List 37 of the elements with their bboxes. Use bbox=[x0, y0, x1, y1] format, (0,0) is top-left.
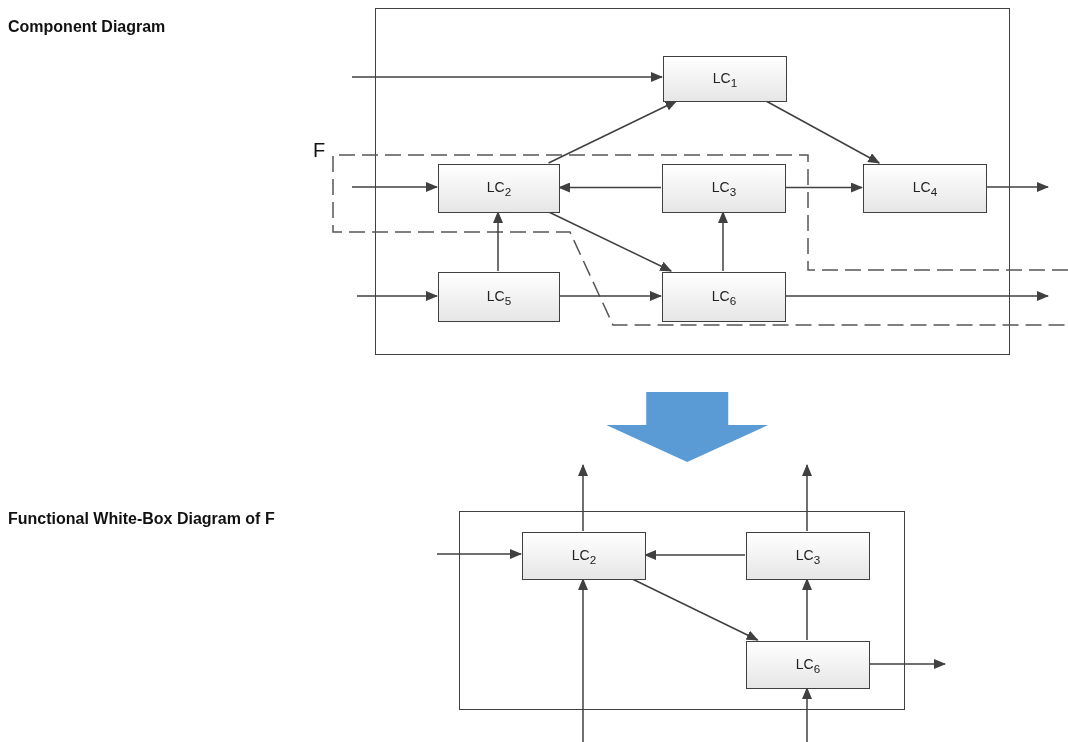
component-box: LC$_{3}$ bbox=[662, 164, 786, 213]
arrow bbox=[558, 291, 662, 301]
arrow bbox=[802, 687, 812, 742]
block-arrow bbox=[606, 392, 769, 462]
arrow bbox=[644, 550, 746, 560]
region-label: F bbox=[313, 139, 326, 162]
arrow bbox=[802, 464, 812, 532]
diagram-frame bbox=[375, 8, 1010, 355]
component-box: LC$_{4}$ bbox=[863, 164, 987, 213]
diagram-frame bbox=[459, 511, 905, 710]
component-box: LC$_{2}$ bbox=[438, 164, 560, 213]
arrow bbox=[765, 100, 881, 164]
arrow bbox=[784, 182, 863, 193]
arrow bbox=[578, 464, 588, 532]
arrow bbox=[548, 211, 673, 272]
arrow bbox=[558, 182, 662, 193]
arrow bbox=[436, 549, 522, 559]
component-box: LC$_{3}$ bbox=[746, 532, 870, 580]
arrow bbox=[631, 578, 759, 641]
arrow bbox=[784, 291, 1049, 301]
arrow bbox=[356, 291, 438, 301]
component-box: LC$_{6}$ bbox=[746, 641, 870, 689]
arrow bbox=[718, 211, 728, 272]
component-box: LC$_{5}$ bbox=[438, 272, 560, 322]
component-box: LC$_{1}$ bbox=[663, 56, 787, 102]
arrow bbox=[351, 72, 663, 82]
arrow bbox=[868, 659, 946, 669]
diagram-heading: Functional White-Box Diagram of F bbox=[8, 510, 275, 528]
arrow bbox=[547, 100, 678, 164]
arrow bbox=[493, 211, 503, 272]
diagram-heading: Component Diagram bbox=[8, 18, 166, 36]
arrow bbox=[802, 578, 812, 641]
component-box: LC$_{6}$ bbox=[662, 272, 786, 322]
arrow bbox=[985, 182, 1049, 192]
arrow bbox=[578, 578, 588, 742]
component-box: LC$_{2}$ bbox=[522, 532, 646, 580]
arrow bbox=[351, 182, 438, 192]
